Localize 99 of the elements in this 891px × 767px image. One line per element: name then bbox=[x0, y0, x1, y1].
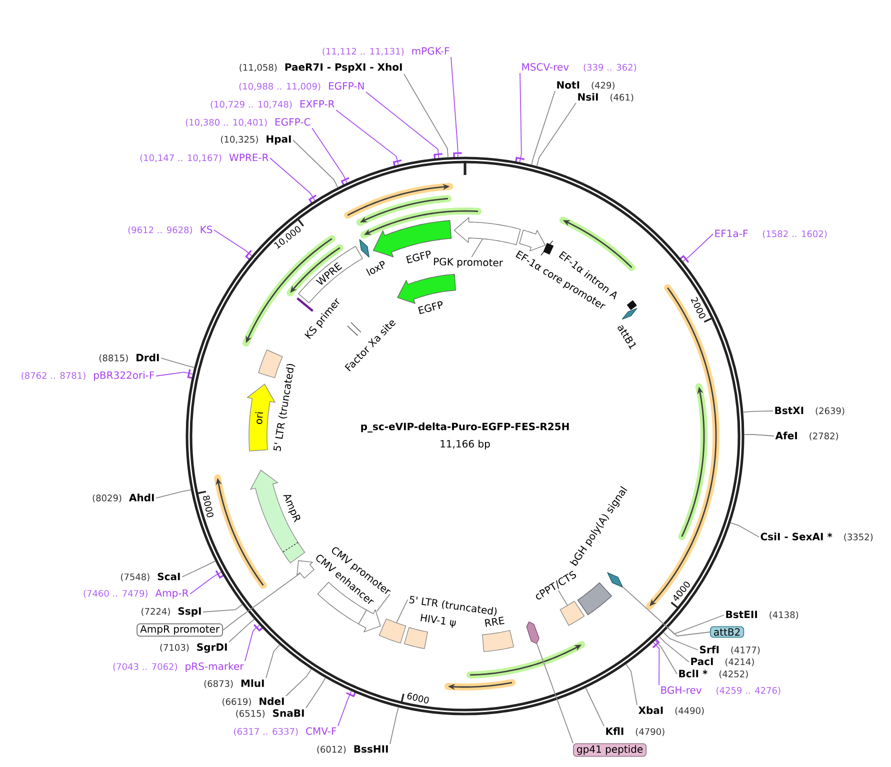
feature-tag: gp41 peptide bbox=[573, 743, 647, 757]
site-label: (11,058) PaeR7I - PspXI - XhoI bbox=[240, 63, 402, 73]
feature-block bbox=[397, 274, 456, 314]
tick-label: 8000 bbox=[203, 496, 214, 518]
primer-label: (9612 .. 9628) KS bbox=[128, 226, 212, 234]
leader-line bbox=[286, 668, 312, 696]
leader-line bbox=[156, 489, 192, 498]
leader-line bbox=[182, 560, 216, 578]
feature-box bbox=[378, 618, 406, 644]
leader-line bbox=[626, 664, 638, 706]
tick-label: 6000 bbox=[407, 692, 429, 704]
feature-label: RRE bbox=[484, 616, 504, 627]
leader-line bbox=[390, 706, 399, 744]
feature-tag: AmpR promoter bbox=[136, 623, 223, 637]
primer-label: (10,729 .. 10,748) EXFP-R bbox=[210, 100, 334, 109]
primer-label: (8762 .. 8781) pBR322ori-F bbox=[22, 371, 154, 381]
leader-line bbox=[519, 72, 522, 163]
site-label: (6515) SnaBI bbox=[236, 709, 304, 718]
primer-label: (10,988 .. 11,009) EGFP-N bbox=[239, 82, 364, 91]
primer-label: (11,112 .. 11,131) mPGK-F bbox=[322, 47, 450, 56]
leader-line bbox=[742, 410, 774, 413]
leader-line bbox=[270, 158, 316, 201]
feature-label: PGK promoter bbox=[434, 258, 504, 268]
site-label: KflI (4790) bbox=[606, 727, 664, 736]
site-label: (7548) ScaI bbox=[120, 572, 180, 582]
site-label: NotI (429) bbox=[557, 81, 614, 90]
site-label: PacI (4214) bbox=[691, 658, 754, 666]
leader-line bbox=[667, 614, 724, 634]
leader-line bbox=[652, 642, 660, 686]
leader-line bbox=[190, 572, 222, 594]
feature-block bbox=[454, 217, 521, 246]
feature-box bbox=[526, 621, 540, 644]
feature-mark bbox=[296, 297, 340, 339]
feature-block bbox=[250, 470, 306, 564]
site-label: (6873) MluI bbox=[204, 679, 264, 688]
site-label: (8815) DrdI bbox=[99, 354, 159, 362]
leader-line bbox=[214, 230, 252, 256]
leader-line bbox=[266, 644, 280, 678]
leader-line bbox=[396, 599, 408, 624]
site-label: (6012) BssHII bbox=[317, 745, 388, 754]
leader-line bbox=[202, 604, 243, 612]
feature-label: HIV-1 ψ bbox=[420, 614, 456, 628]
leader-line bbox=[336, 110, 399, 166]
leader-line bbox=[471, 238, 484, 258]
leader-line bbox=[658, 636, 690, 662]
leader-line bbox=[622, 586, 710, 636]
leader-line bbox=[536, 642, 574, 744]
tick-label: 2000 bbox=[690, 297, 706, 318]
primer-label: BGH-rev (4259 .. 4276) bbox=[661, 686, 780, 695]
leader-line bbox=[244, 624, 260, 662]
leader-line bbox=[312, 128, 348, 184]
primer-label: (6317 .. 6337) CMV-F bbox=[234, 727, 336, 736]
leader-line bbox=[404, 74, 448, 158]
feature-box bbox=[482, 616, 514, 652]
feature-block bbox=[296, 560, 314, 578]
site-label: XbaI (4490) bbox=[638, 706, 704, 716]
site-label: BclI * (4252) bbox=[679, 670, 748, 678]
leader-line bbox=[338, 690, 352, 726]
feature-label: loxP bbox=[366, 261, 385, 276]
site-label: CsiI - SexAI * (3352) bbox=[760, 532, 873, 542]
feature-label: EGFP bbox=[418, 301, 442, 314]
leader-line bbox=[306, 677, 326, 708]
leader-line bbox=[450, 56, 458, 158]
feature-mark bbox=[359, 239, 385, 276]
leader-line bbox=[744, 434, 774, 436]
feature-mark bbox=[618, 300, 638, 350]
primer-label: (7460 .. 7479) Amp-R bbox=[84, 589, 188, 599]
site-label: (8029) AhdI bbox=[92, 494, 154, 502]
site-label: (7103) SgrDI bbox=[160, 643, 227, 653]
site-label: NsiI (461) bbox=[578, 92, 634, 102]
leader-line bbox=[663, 632, 698, 650]
site-label: (10,325) HpaI bbox=[221, 135, 291, 145]
site-label: AfeI (2782) bbox=[775, 432, 838, 440]
leader-line bbox=[536, 102, 576, 167]
leader-line bbox=[228, 618, 255, 642]
primer-label: EF1a-F (1582 .. 1602) bbox=[715, 230, 827, 238]
feature-box bbox=[560, 600, 585, 626]
site-label: BstXI (2639) bbox=[775, 406, 844, 416]
leader-line bbox=[654, 640, 678, 674]
primer-label: (10,147 .. 10,167) WPRE-R bbox=[140, 154, 268, 162]
leader-line bbox=[531, 90, 556, 166]
leader-line bbox=[222, 572, 301, 630]
site-label: (6619) NdeI bbox=[222, 697, 284, 706]
leader-line bbox=[682, 234, 714, 262]
feature-tag: attB2 bbox=[710, 626, 744, 638]
leader-line bbox=[585, 687, 604, 726]
site-label: BstEII (4138) bbox=[726, 610, 798, 620]
leader-line bbox=[558, 590, 568, 606]
leader-line bbox=[292, 140, 338, 188]
leader-line bbox=[366, 92, 440, 158]
primer-label: (10,380 .. 10,401) EGFP-C bbox=[186, 118, 310, 127]
feature-label: EGFP bbox=[406, 250, 431, 264]
leader-line bbox=[160, 358, 195, 368]
primer-label: MSCV-rev (339 .. 362) bbox=[522, 63, 636, 72]
leader-line bbox=[156, 372, 194, 376]
site-label: SrfI (4177) bbox=[700, 646, 760, 654]
primer-label: (7043 .. 7062) pRS-marker bbox=[113, 662, 244, 672]
site-label: (7224) SspI bbox=[142, 607, 201, 617]
leader-line bbox=[730, 522, 760, 538]
